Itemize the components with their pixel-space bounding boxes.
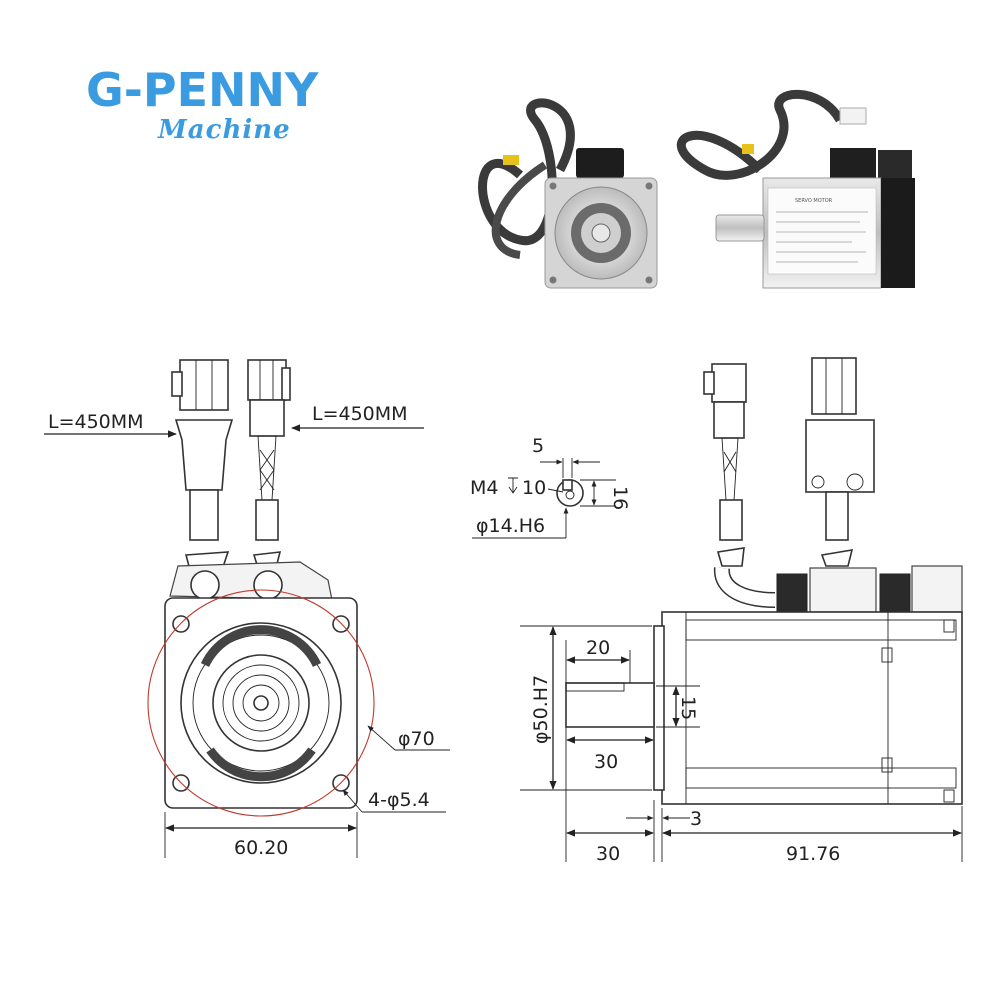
body-length-label: 91.76 <box>786 843 840 865</box>
motor-photo-side: SERVO MOTOR <box>676 89 915 289</box>
photo-label-title: SERVO MOTOR <box>795 198 833 204</box>
shaft-detail: 5 M4 10 16 φ14.H6 <box>470 435 631 539</box>
shaft-length-label: 30 <box>596 843 620 865</box>
encoder-connector <box>247 359 291 569</box>
brand-name: G-PENNY <box>86 63 319 117</box>
key-length-label: 20 <box>586 637 610 659</box>
motor-body <box>661 611 963 805</box>
motor-photo-front <box>478 98 658 289</box>
pilot-circle <box>147 589 375 817</box>
brand-tagline: Machine <box>157 115 291 145</box>
cable-length-right: L=450MM <box>312 403 408 425</box>
cable-length-left: L=450MM <box>48 411 144 433</box>
pilot-circle-label: φ70 <box>398 728 435 750</box>
mount-holes-label: 4-φ5.4 <box>368 789 430 811</box>
shaft-length-inner-label: 30 <box>594 751 618 773</box>
key-width-label: 5 <box>532 435 544 457</box>
pilot-diameter-label: φ50.H7 <box>530 675 552 744</box>
flange-thickness-label: 3 <box>690 808 702 830</box>
side-view: 5 M4 10 16 φ14.H6 <box>470 357 963 865</box>
brand-logo: G-PENNY Machine <box>86 63 319 145</box>
side-power-connector <box>805 357 875 567</box>
shaft-height-label: 16 <box>609 486 631 510</box>
motor-shaft <box>565 682 655 728</box>
power-connector <box>171 359 234 571</box>
front-view: L=450MM L=450MM φ70 4-φ5.4 60.20 <box>44 359 450 859</box>
thread-label: M4 <box>470 477 498 499</box>
key-height-label: 15 <box>677 696 699 720</box>
thread-depth-label: 10 <box>522 477 546 499</box>
shaft-diameter-label: φ14.H6 <box>476 515 545 537</box>
flange-width-label: 60.20 <box>234 837 288 859</box>
side-encoder-connector <box>703 363 776 608</box>
